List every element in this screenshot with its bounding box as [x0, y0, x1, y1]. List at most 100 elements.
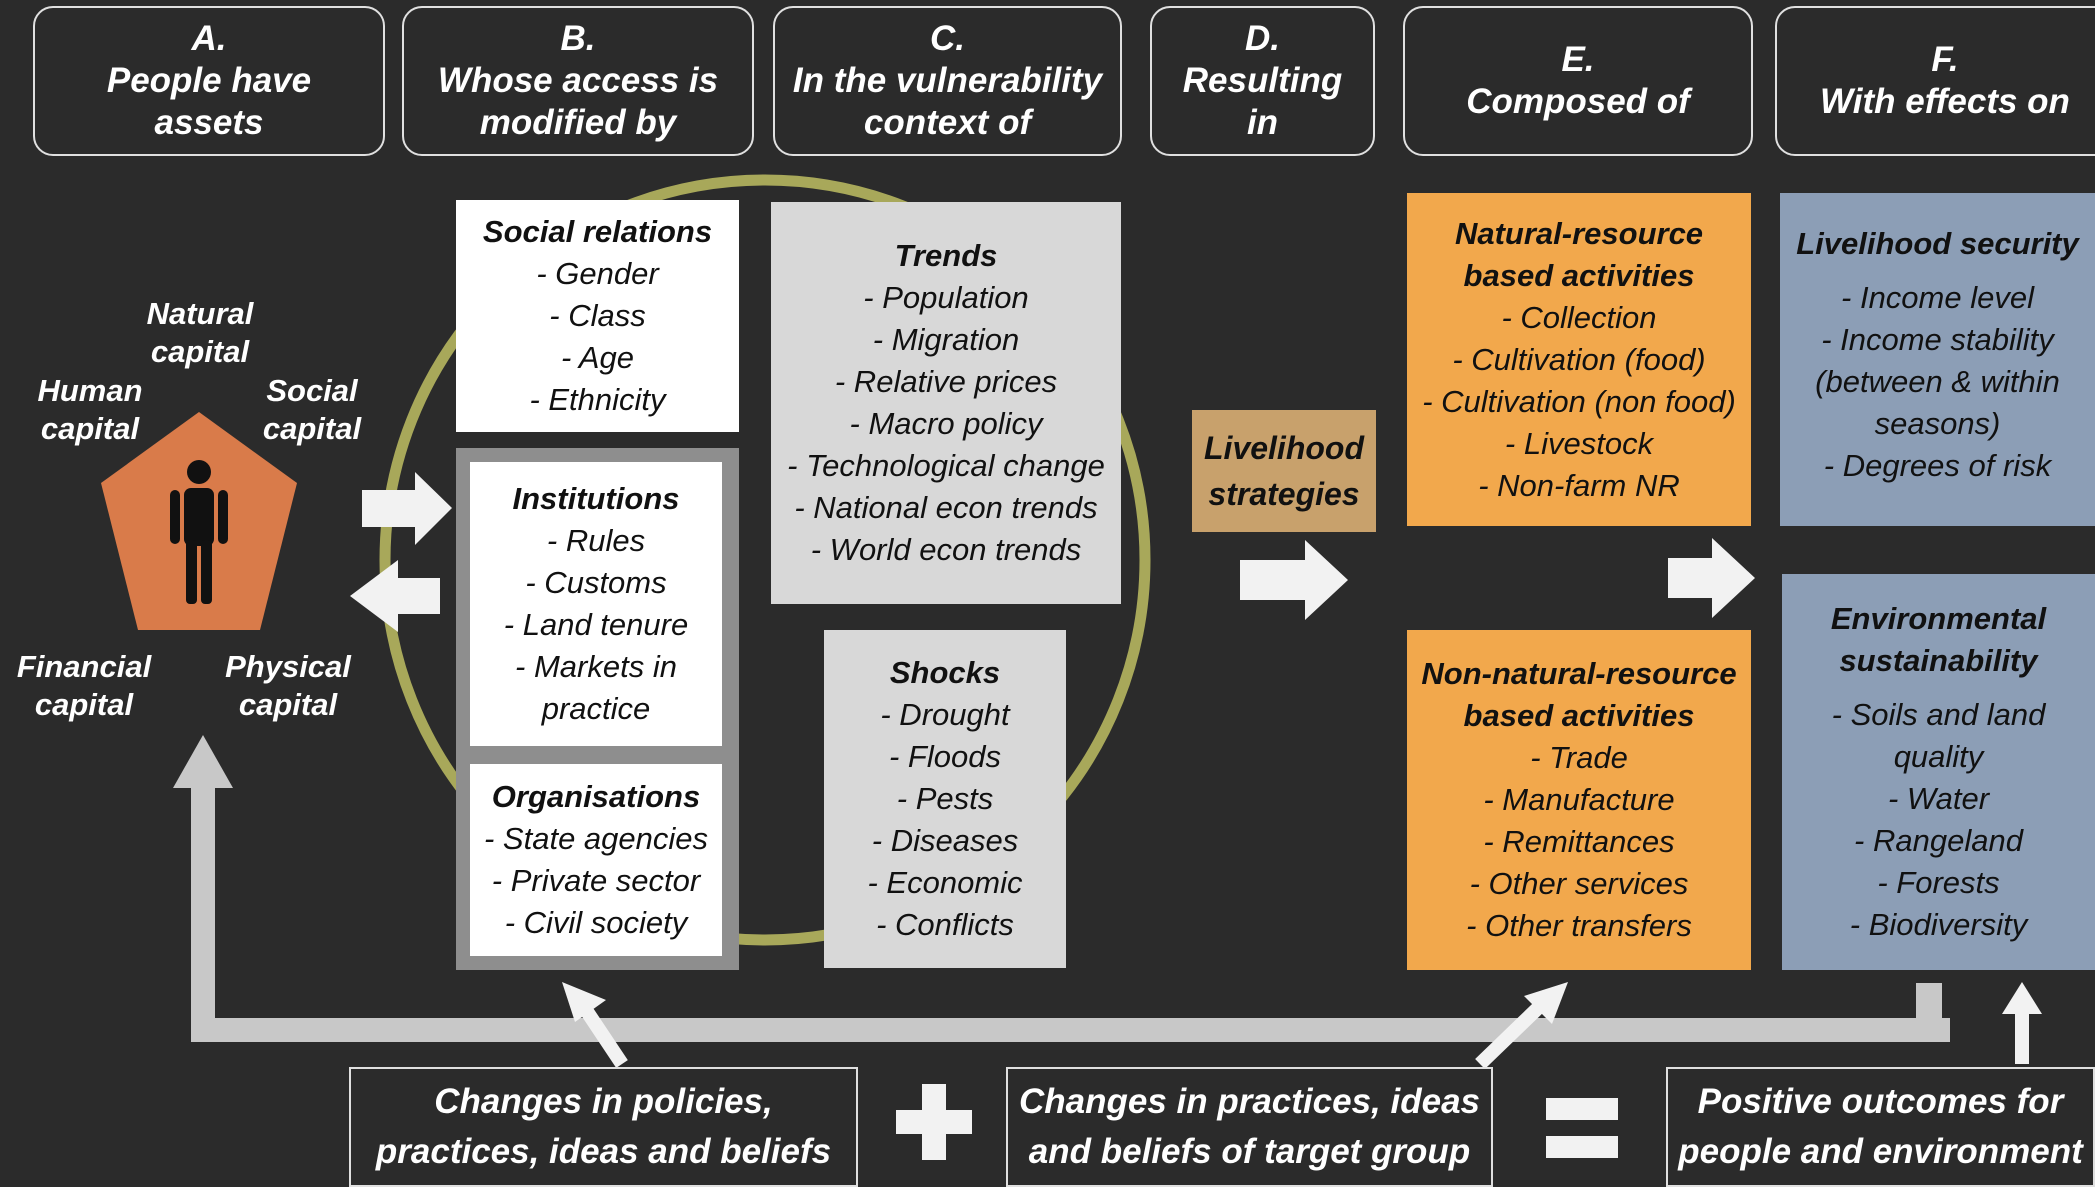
- institutions-item: practice: [541, 691, 651, 726]
- natural-capital-line1: Natural: [146, 296, 254, 331]
- header-e-letter: E.: [1561, 40, 1595, 79]
- header-d-letter: D.: [1245, 19, 1280, 58]
- header-b-line1: Whose access is: [437, 61, 719, 100]
- arrow-left-b-to-a: [350, 560, 440, 632]
- social-capital-line1: Social: [266, 373, 358, 408]
- shocks-box: Shocks - Drought - Floods - Pests - Dise…: [824, 630, 1066, 968]
- header-b-letter: B.: [560, 19, 596, 58]
- env-sustainability-box: Environmental sustainability - Soils and…: [1782, 574, 2095, 970]
- policies-change-line1: Changes in policies,: [434, 1082, 773, 1121]
- arrow-right-a-to-b: [362, 472, 452, 545]
- positive-outcomes-box: Positive outcomes for people and environ…: [1666, 1067, 2095, 1187]
- practices-change-box: Changes in practices, ideas and beliefs …: [1006, 1067, 1493, 1187]
- shocks-item: - Diseases: [871, 823, 1019, 858]
- nr-activities-title1: Natural-resource: [1454, 215, 1704, 251]
- physical-capital-label: Physical capital: [208, 648, 368, 724]
- social-relations-item: - Ethnicity: [529, 382, 666, 417]
- vulnerability-circle: [379, 174, 1151, 946]
- nnr-activities-item: - Trade: [1530, 740, 1628, 775]
- shocks-item: - Pests: [896, 781, 994, 816]
- header-a: A. People have assets: [33, 6, 385, 156]
- nr-activities-item: - Livestock: [1504, 425, 1654, 461]
- shocks-item: - Floods: [889, 739, 1001, 774]
- env-sustainability-item: - Water: [1887, 781, 1990, 816]
- organisations-item: - Civil society: [504, 905, 688, 940]
- shocks-item: - Conflicts: [876, 907, 1014, 942]
- nnr-activities-box: Non-natural-resource based activities - …: [1407, 630, 1751, 970]
- social-relations-item: - Age: [561, 340, 634, 375]
- env-sustainability-item: - Rangeland: [1854, 823, 2023, 858]
- positive-outcomes-line1: Positive outcomes for: [1697, 1082, 2064, 1121]
- trends-item: - National econ trends: [794, 490, 1098, 525]
- arrow-practices-shaft: [1475, 1002, 1543, 1070]
- institutions-item: - Customs: [525, 565, 667, 600]
- livelihood-strategies-box: Livelihood strategies: [1192, 410, 1376, 532]
- trends-item: - World econ trends: [810, 532, 1082, 567]
- header-a-letter: A.: [191, 19, 227, 58]
- financial-capital-line1: Financial: [16, 649, 152, 684]
- institutions-box: Institutions - Rules - Customs - Land te…: [470, 462, 722, 746]
- livelihood-security-item: (between & within: [1815, 364, 2060, 399]
- nr-activities-item: - Non-farm NR: [1478, 467, 1680, 503]
- nr-activities-title2: based activities: [1463, 257, 1695, 293]
- header-e: E. Composed of: [1403, 6, 1753, 156]
- header-b-line2: modified by: [479, 103, 677, 142]
- nr-activities-item: - Cultivation (non food): [1422, 383, 1736, 419]
- header-f-letter: F.: [1931, 40, 1959, 79]
- header-a-line2: assets: [154, 103, 264, 142]
- env-sustainability-title1: Environmental: [1830, 601, 2047, 636]
- natural-capital-label: Natural capital: [120, 295, 280, 371]
- arrow-e-to-f: [1668, 538, 1755, 618]
- env-sustainability-item: - Biodiversity: [1849, 907, 2028, 942]
- institutions-item: - Markets in: [515, 649, 677, 684]
- feedback-loop-stub: [1916, 983, 1942, 1033]
- env-sustainability-title2: sustainability: [1839, 643, 2038, 678]
- positive-outcomes-line2: people and environment: [1678, 1132, 2083, 1171]
- arrow-c-to-d: [1240, 540, 1348, 620]
- livelihood-security-item: seasons): [1874, 406, 2001, 441]
- header-d-line1: Resulting: [1182, 61, 1343, 100]
- nnr-activities-item: - Other transfers: [1466, 908, 1692, 943]
- policies-change-box: Changes in policies, practices, ideas an…: [349, 1067, 858, 1187]
- plus-icon: [896, 1084, 972, 1160]
- trends-item: - Macro policy: [849, 406, 1043, 441]
- header-b: B. Whose access is modified by: [402, 6, 754, 156]
- social-capital-label: Social capital: [232, 372, 392, 448]
- nr-activities-item: - Cultivation (food): [1452, 341, 1706, 377]
- header-d: D. Resulting in: [1150, 6, 1375, 156]
- organisations-title: Organisations: [491, 779, 701, 814]
- human-capital-label: Human capital: [10, 372, 170, 448]
- shocks-title: Shocks: [889, 655, 1001, 690]
- arrow-policies-shaft: [580, 1006, 628, 1068]
- arrow-outcomes-head: [2002, 982, 2042, 1014]
- social-relations-item: - Gender: [536, 256, 659, 291]
- nnr-activities-title1: Non-natural-resource: [1421, 656, 1737, 691]
- header-c-line1: In the vulnerability: [792, 61, 1103, 100]
- env-sustainability-item: - Soils and land: [1831, 697, 2046, 732]
- livelihood-security-title: Livelihood security: [1796, 226, 2079, 261]
- trends-item: - Relative prices: [834, 364, 1058, 399]
- arrow-policies-head: [562, 982, 606, 1022]
- trends-box: Trends - Population - Migration - Relati…: [771, 202, 1121, 604]
- nnr-activities-item: - Manufacture: [1483, 782, 1675, 817]
- shocks-item: - Economic: [867, 865, 1023, 900]
- livelihood-security-item: - Degrees of risk: [1823, 448, 2052, 483]
- livelihood-strategies-line1: Livelihood: [1204, 430, 1364, 466]
- organisations-box: Organisations - State agencies - Private…: [470, 764, 722, 956]
- policies-change-line2: practices, ideas and beliefs: [375, 1132, 832, 1171]
- social-relations-box: Social relations - Gender - Class - Age …: [456, 200, 739, 432]
- natural-capital-line2: capital: [150, 334, 250, 369]
- livelihood-security-item: - Income stability: [1821, 322, 2054, 357]
- header-a-line1: People have: [106, 61, 312, 100]
- header-c-line2: context of: [863, 103, 1032, 142]
- livelihood-security-item: - Income level: [1841, 280, 2034, 315]
- header-d-line2: in: [1246, 103, 1279, 142]
- human-capital-line1: Human: [37, 373, 143, 408]
- practices-change-line2: and beliefs of target group: [1028, 1132, 1471, 1171]
- institutions-title: Institutions: [512, 481, 680, 516]
- physical-capital-line2: capital: [238, 687, 338, 722]
- header-f: F. With effects on: [1775, 6, 2095, 156]
- human-capital-line2: capital: [40, 411, 140, 446]
- header-c-letter: C.: [930, 19, 965, 58]
